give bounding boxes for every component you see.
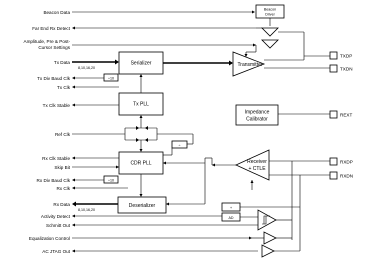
arrow-amp-settings-to-tx xyxy=(244,54,248,57)
arrow-equalization-control xyxy=(249,236,252,240)
schmitt-symbol-icon xyxy=(262,215,270,225)
schmitt-trigger-block xyxy=(257,209,277,231)
arrow-ref-mux-1 xyxy=(136,126,139,130)
plus-label: + xyxy=(230,206,232,210)
arrow-receiver-out xyxy=(212,163,215,167)
label-activity-detect: Activity Detect xyxy=(41,214,71,219)
receiver-ctle-block xyxy=(235,149,270,181)
impedance-calibrator-label-1: Impedance xyxy=(245,110,270,116)
receiver-label-2: + CTLE xyxy=(248,166,266,172)
arrow-amplitude-settings xyxy=(253,43,256,47)
pin-rxdp-label: RXDP xyxy=(340,160,353,165)
arrow-skip-bit xyxy=(116,165,119,169)
arrow-rx-data xyxy=(72,201,76,207)
arrow-far-end-rx-detect xyxy=(72,26,75,30)
arrow-tx-div-baud-clk xyxy=(72,76,75,80)
impedance-calibrator-block xyxy=(235,104,279,126)
eq-driver-block xyxy=(263,231,277,245)
impedance-calibrator-label-2: Calibrator xyxy=(246,117,268,123)
pin-txdn-label: TXDN xyxy=(340,67,353,72)
transmitter-block xyxy=(232,51,266,77)
jtag-driver-block xyxy=(261,244,275,258)
pin-txdp xyxy=(329,51,338,60)
arrow-refclk-to-txpll xyxy=(139,115,143,118)
beacon-driver-label-2: Driver xyxy=(265,13,275,17)
label-tx-clk: Tx Clk xyxy=(57,85,71,90)
label-rx-clk-stable: Rx Clk Stable xyxy=(42,156,70,161)
label-far-end-rx-detect: Far End Rx Detect xyxy=(32,26,71,31)
cdr-divider-label: ÷ xyxy=(179,143,181,147)
tx-data-width: 8,10,16,20 xyxy=(78,66,95,70)
arrow-receiver-to-deserializer xyxy=(166,202,169,206)
pin-rext xyxy=(329,110,338,119)
arrow-schmitt-out xyxy=(72,223,75,227)
label-schmitt-out: Schmitt Out xyxy=(46,223,71,228)
label-ref-clk: Ref Clk xyxy=(55,132,71,137)
arrow-ac-jtag-out xyxy=(72,249,75,253)
cdr-pll-label: CDR PLL xyxy=(130,161,151,167)
label-amplitude-settings-2: Cursor Settings xyxy=(38,45,70,50)
arrow-rx-clk-stable xyxy=(72,156,75,160)
pin-rxdp xyxy=(329,157,338,166)
arrow-refclk-to-cdr xyxy=(139,149,143,152)
rx-divider-label: ÷10 xyxy=(108,178,114,182)
arrow-rx-eq-control xyxy=(250,180,254,183)
arrow-beacon-data xyxy=(252,10,255,14)
arrow-tx-clk xyxy=(72,85,75,89)
arrow-activity-detect xyxy=(72,214,75,218)
label-beacon-data: Beacon Data xyxy=(43,10,70,15)
pin-txdn xyxy=(329,64,338,73)
label-rx-data: Rx Data xyxy=(53,202,70,207)
arrow-rx-clk xyxy=(72,186,75,190)
beacon-driver-label-1: Beacon xyxy=(264,8,276,12)
tx-divider-label: ÷10 xyxy=(108,76,114,80)
transmitter-label: Transmitter xyxy=(237,62,262,68)
arrow-serializer-to-transmitter xyxy=(229,60,233,66)
rx-divider-box xyxy=(103,175,119,184)
arrow-rx-div-baud-clk xyxy=(72,178,75,182)
arrow-tx-clk-stable xyxy=(72,103,75,107)
label-skip-bit: Skip Bit xyxy=(54,165,70,170)
cdr-divider-box xyxy=(171,140,188,149)
label-tx-div-baud-clk: Tx Div Baud Clk xyxy=(37,76,71,81)
beacon-amp-bottom xyxy=(261,39,279,49)
pin-rxdn xyxy=(329,171,338,180)
pin-rxdn-label: RXDN xyxy=(340,174,353,179)
tx-pll-label: Tx PLL xyxy=(133,102,149,108)
arrow-txpll-to-serializer xyxy=(139,74,143,77)
pin-rext-label: REXT xyxy=(340,113,352,118)
arrow-ref-mux-2 xyxy=(145,126,148,130)
label-rx-clk: Rx Clk xyxy=(56,186,70,191)
label-rx-div-baud-clk: Rx Div Baud Clk xyxy=(37,178,71,183)
ad-label: AD xyxy=(229,216,234,220)
receiver-label-1: Receiver xyxy=(247,159,267,165)
label-tx-clk-stable: Tx Clk Stable xyxy=(43,103,71,108)
serializer-label: Serializer xyxy=(131,61,152,67)
arrow-ref-mux-4 xyxy=(145,138,148,142)
label-ac-jtag-out: AC JTAG Out xyxy=(42,249,70,254)
arrow-receiver-to-cdr xyxy=(163,161,166,165)
label-tx-data: Tx Data xyxy=(54,60,71,65)
label-amplitude-settings-1: Amplitude, Pre & Post- xyxy=(24,39,71,44)
rx-data-width: 8,10,16,20 xyxy=(78,208,95,212)
tx-divider-box xyxy=(103,73,119,82)
deserializer-label: Deserializer xyxy=(129,203,156,209)
arrow-ref-mux-3 xyxy=(136,138,139,142)
pin-txdp-label: TXDP xyxy=(340,54,352,59)
arrow-tx-data xyxy=(115,59,119,65)
beacon-amp-top xyxy=(261,27,279,37)
label-equalization-control: Equalization Control xyxy=(29,236,70,241)
deserializer-block xyxy=(117,196,167,214)
arrow-cdr-to-deserializer xyxy=(139,194,143,197)
